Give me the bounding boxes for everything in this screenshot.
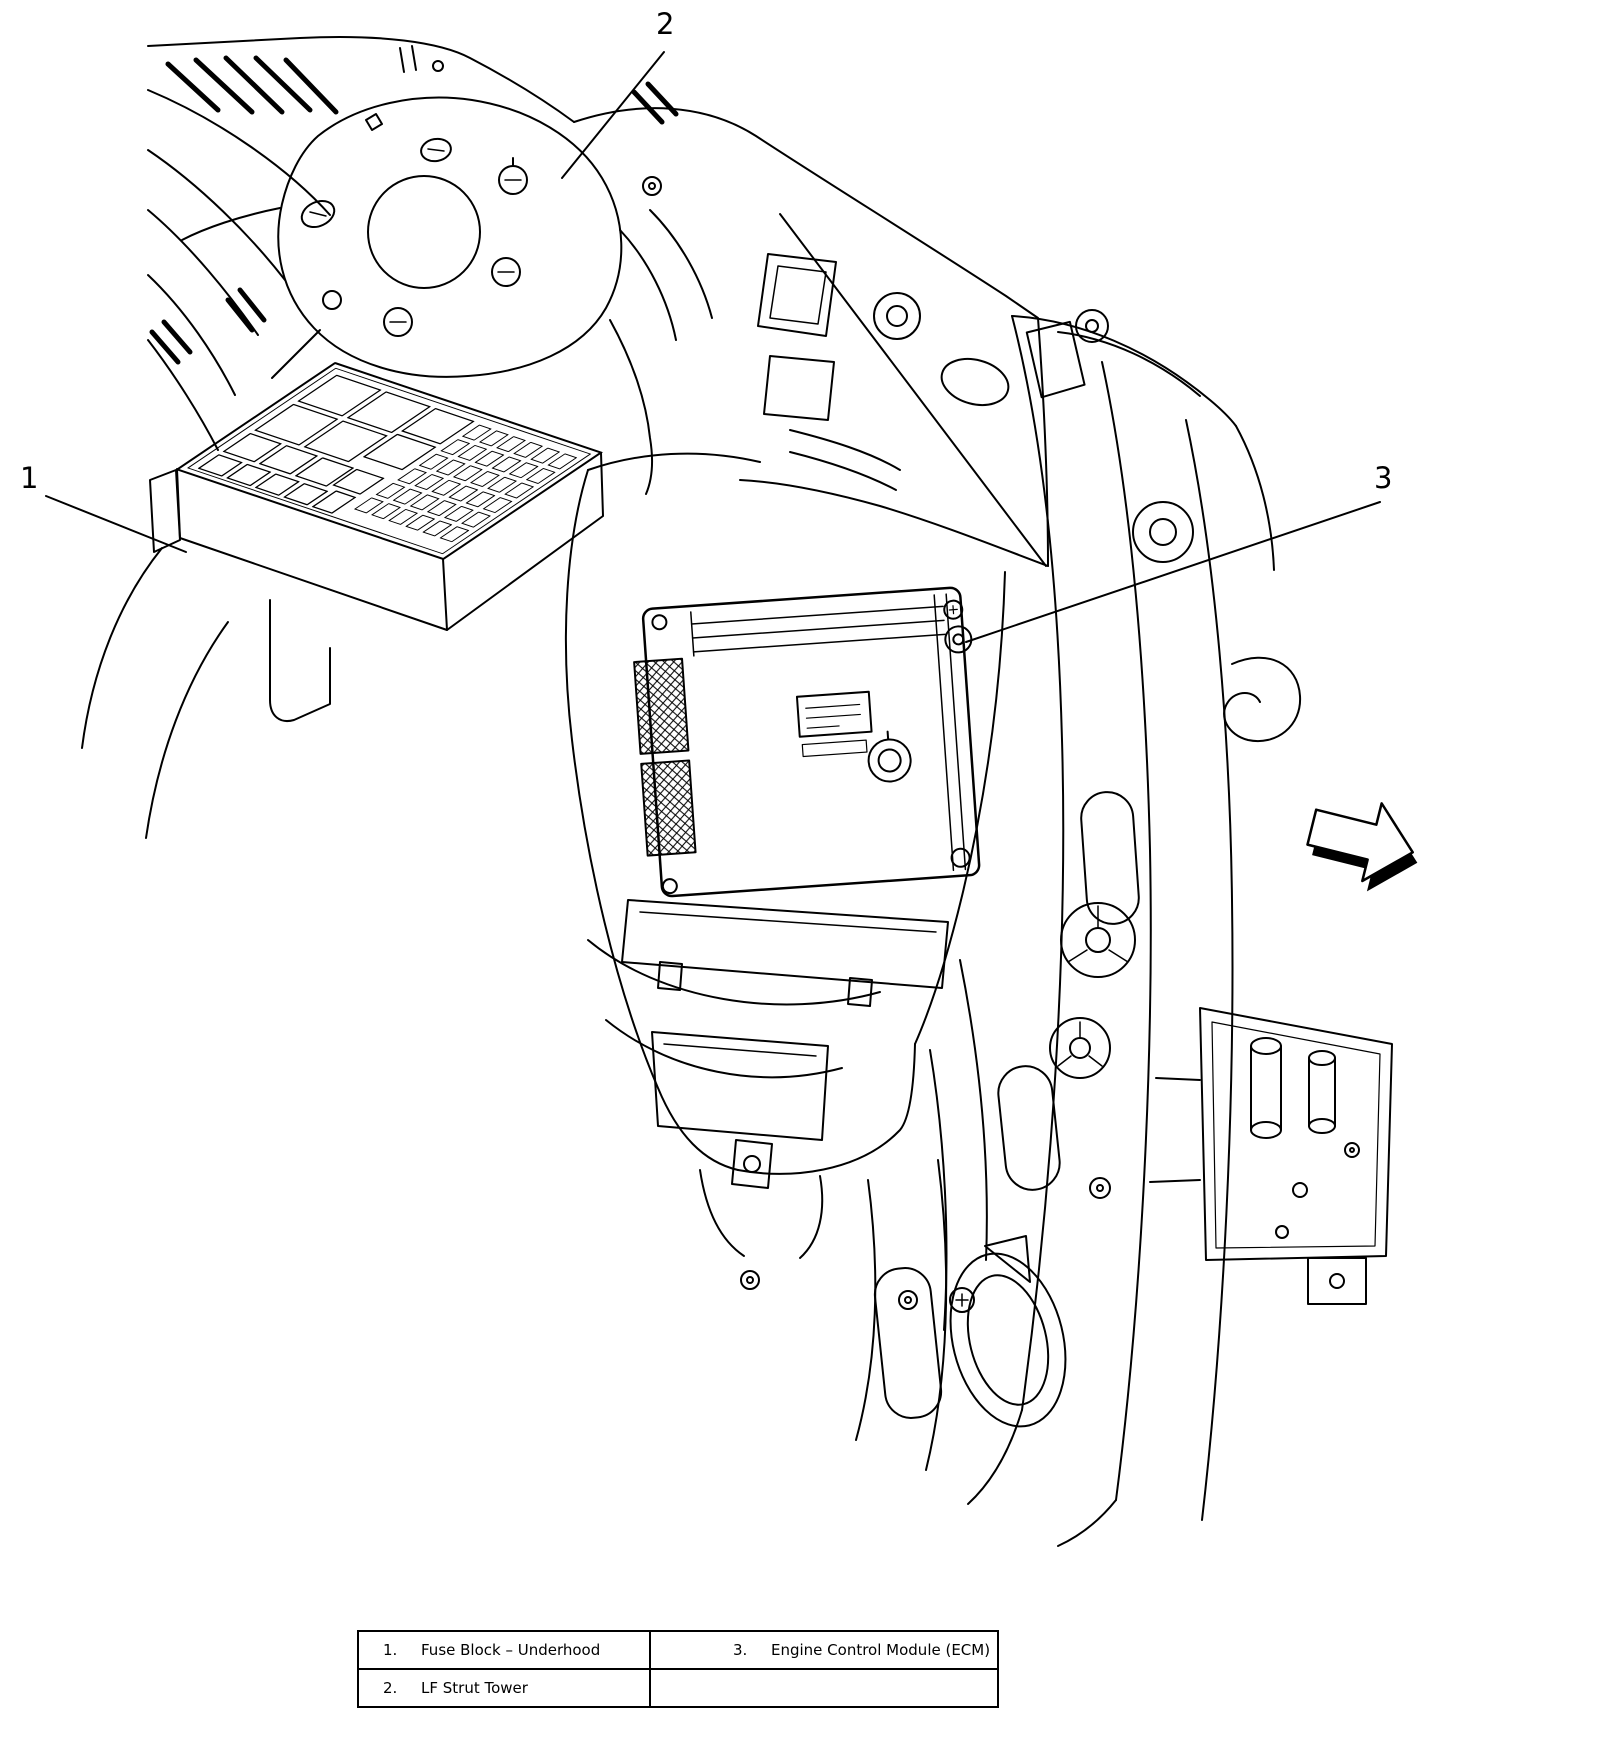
legend-row: 1. Fuse Block – Underhood 3. Engine Cont… <box>357 1630 999 1670</box>
legend-cell-ecm: 3. Engine Control Module (ECM) <box>649 1630 999 1670</box>
legend-item-number: 2. <box>383 1679 398 1697</box>
legend-cell-strut-tower: 2. LF Strut Tower <box>357 1668 651 1708</box>
callout-3-label: 3 <box>1374 461 1393 495</box>
cowl-panel <box>573 107 1109 567</box>
fuse-block <box>149 362 604 722</box>
ecm-housing <box>564 452 1006 1471</box>
legend-item-number: 1. <box>383 1641 398 1659</box>
legend-row: 2. LF Strut Tower <box>357 1668 999 1708</box>
legend-item-label: LF Strut Tower <box>421 1679 528 1697</box>
strut-tower <box>181 96 623 379</box>
callout-1-label: 1 <box>20 461 39 495</box>
lower-bracket <box>1149 1007 1393 1305</box>
legend-item-label: Fuse Block – Underhood <box>421 1641 601 1659</box>
legend-table: 1. Fuse Block – Underhood 3. Engine Cont… <box>357 1630 999 1708</box>
legend-item-label: Engine Control Module (ECM) <box>771 1641 991 1659</box>
callout-2-label: 2 <box>656 7 675 41</box>
legend-cell-empty <box>649 1668 999 1708</box>
legend-item-number: 3. <box>733 1641 748 1659</box>
fender-area <box>81 36 679 839</box>
ecm <box>621 586 981 1007</box>
callout-leader-lines <box>45 51 1381 643</box>
frame-rail <box>929 315 1302 1547</box>
direction-arrow-icon <box>1306 802 1418 892</box>
legend-cell-fuse-block: 1. Fuse Block – Underhood <box>357 1630 651 1670</box>
